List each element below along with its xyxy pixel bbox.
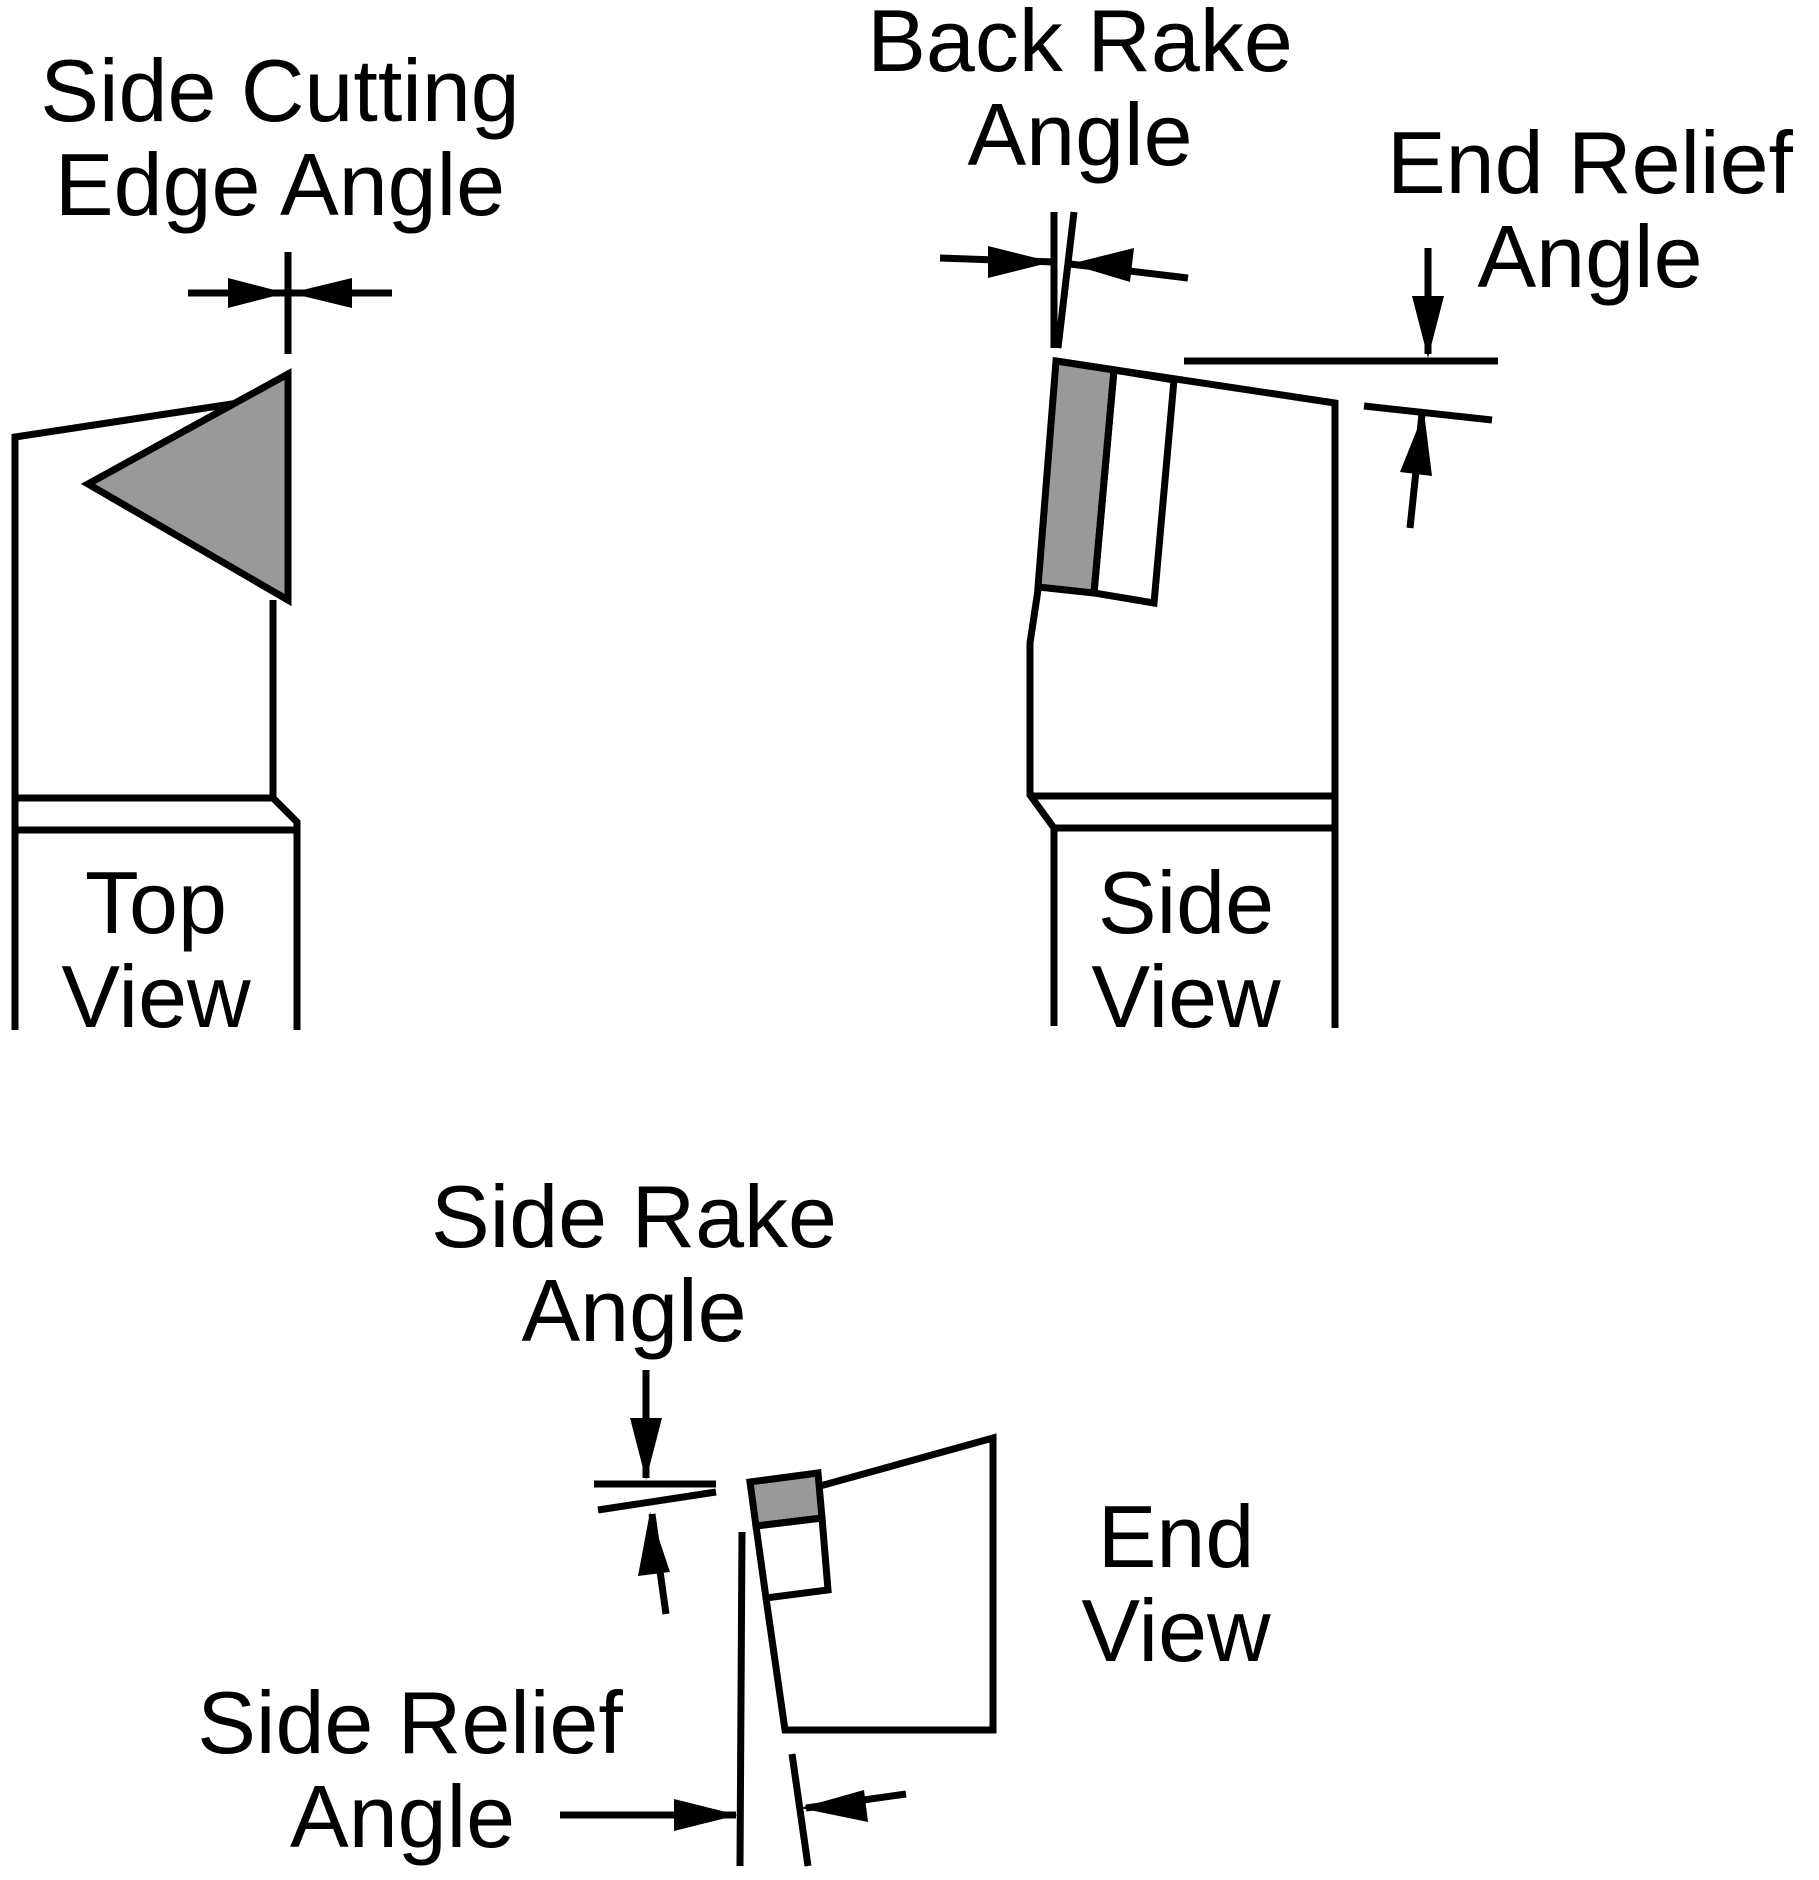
side-rake-top-arrowhead xyxy=(630,1418,662,1480)
end-view-label: End View xyxy=(1046,1490,1306,1678)
top-view-line1: Top xyxy=(85,853,227,952)
top-view-insert xyxy=(80,368,292,607)
side-relief-vertical-reference-line xyxy=(736,1531,746,1867)
side-relief-angled-line xyxy=(788,1753,812,1867)
end-view-shank-outline xyxy=(762,1433,997,1734)
side-relief-angle-line1: Side Relief xyxy=(197,1673,623,1772)
side-cutting-edge-angle-line1: Side Cutting xyxy=(40,41,520,140)
side-view-line2: View xyxy=(1091,947,1281,1046)
back-rake-left-arrowhead xyxy=(988,246,1052,278)
end-view-line2: View xyxy=(1081,1581,1271,1680)
side-relief-right-arrowhead xyxy=(800,1790,868,1822)
side-cutting-edge-right-arrowhead xyxy=(290,278,352,308)
back-rake-right-arrowhead xyxy=(1070,248,1134,282)
top-view-line2: View xyxy=(61,947,251,1046)
back-rake-angle-line1: Back Rake xyxy=(867,0,1293,90)
end-relief-top-arrowhead xyxy=(1412,296,1444,358)
end-view-line1: End xyxy=(1097,1487,1255,1586)
side-view-label: Side View xyxy=(1066,856,1306,1044)
end-relief-angle-line2: Angle xyxy=(1477,207,1703,306)
side-rake-angled-line xyxy=(597,1488,717,1514)
top-view-drawing xyxy=(11,252,392,1030)
side-rake-angle-line2: Angle xyxy=(521,1261,747,1360)
top-view-label: Top View xyxy=(36,856,276,1044)
end-relief-angle-label: End Relief Angle xyxy=(1360,116,1819,304)
back-rake-angle-line2: Angle xyxy=(967,85,1193,184)
end-relief-bottom-arrowhead xyxy=(1400,412,1432,476)
side-rake-angle-label: Side Rake Angle xyxy=(384,1170,884,1358)
side-relief-angle-line2: Angle xyxy=(290,1767,516,1866)
back-rake-angle-label: Back Rake Angle xyxy=(830,0,1330,182)
end-relief-angle-line1: End Relief xyxy=(1386,113,1793,212)
side-view-shank-left-edge xyxy=(1026,589,1058,1026)
back-rake-angled-line xyxy=(1054,211,1078,349)
side-relief-left-arrowhead xyxy=(674,1799,738,1831)
side-cutting-edge-left-arrowhead xyxy=(228,278,286,308)
end-view-drawing xyxy=(560,1370,997,1867)
side-rake-angle-line1: Side Rake xyxy=(430,1167,837,1266)
side-rake-bottom-arrowhead xyxy=(638,1512,670,1576)
side-view-insert-seat xyxy=(1090,365,1178,608)
end-view-insert-seat xyxy=(752,1514,832,1602)
side-view-line1: Side xyxy=(1097,853,1275,952)
top-view-holder-outline xyxy=(270,795,301,1030)
side-relief-angle-label: Side Relief Angle xyxy=(150,1676,670,1864)
side-cutting-edge-angle-line2: Edge Angle xyxy=(54,135,506,234)
side-view-drawing xyxy=(939,211,1498,1028)
side-cutting-edge-angle-label: Side Cutting Edge Angle xyxy=(0,44,560,232)
end-relief-angled-line xyxy=(1363,402,1493,424)
